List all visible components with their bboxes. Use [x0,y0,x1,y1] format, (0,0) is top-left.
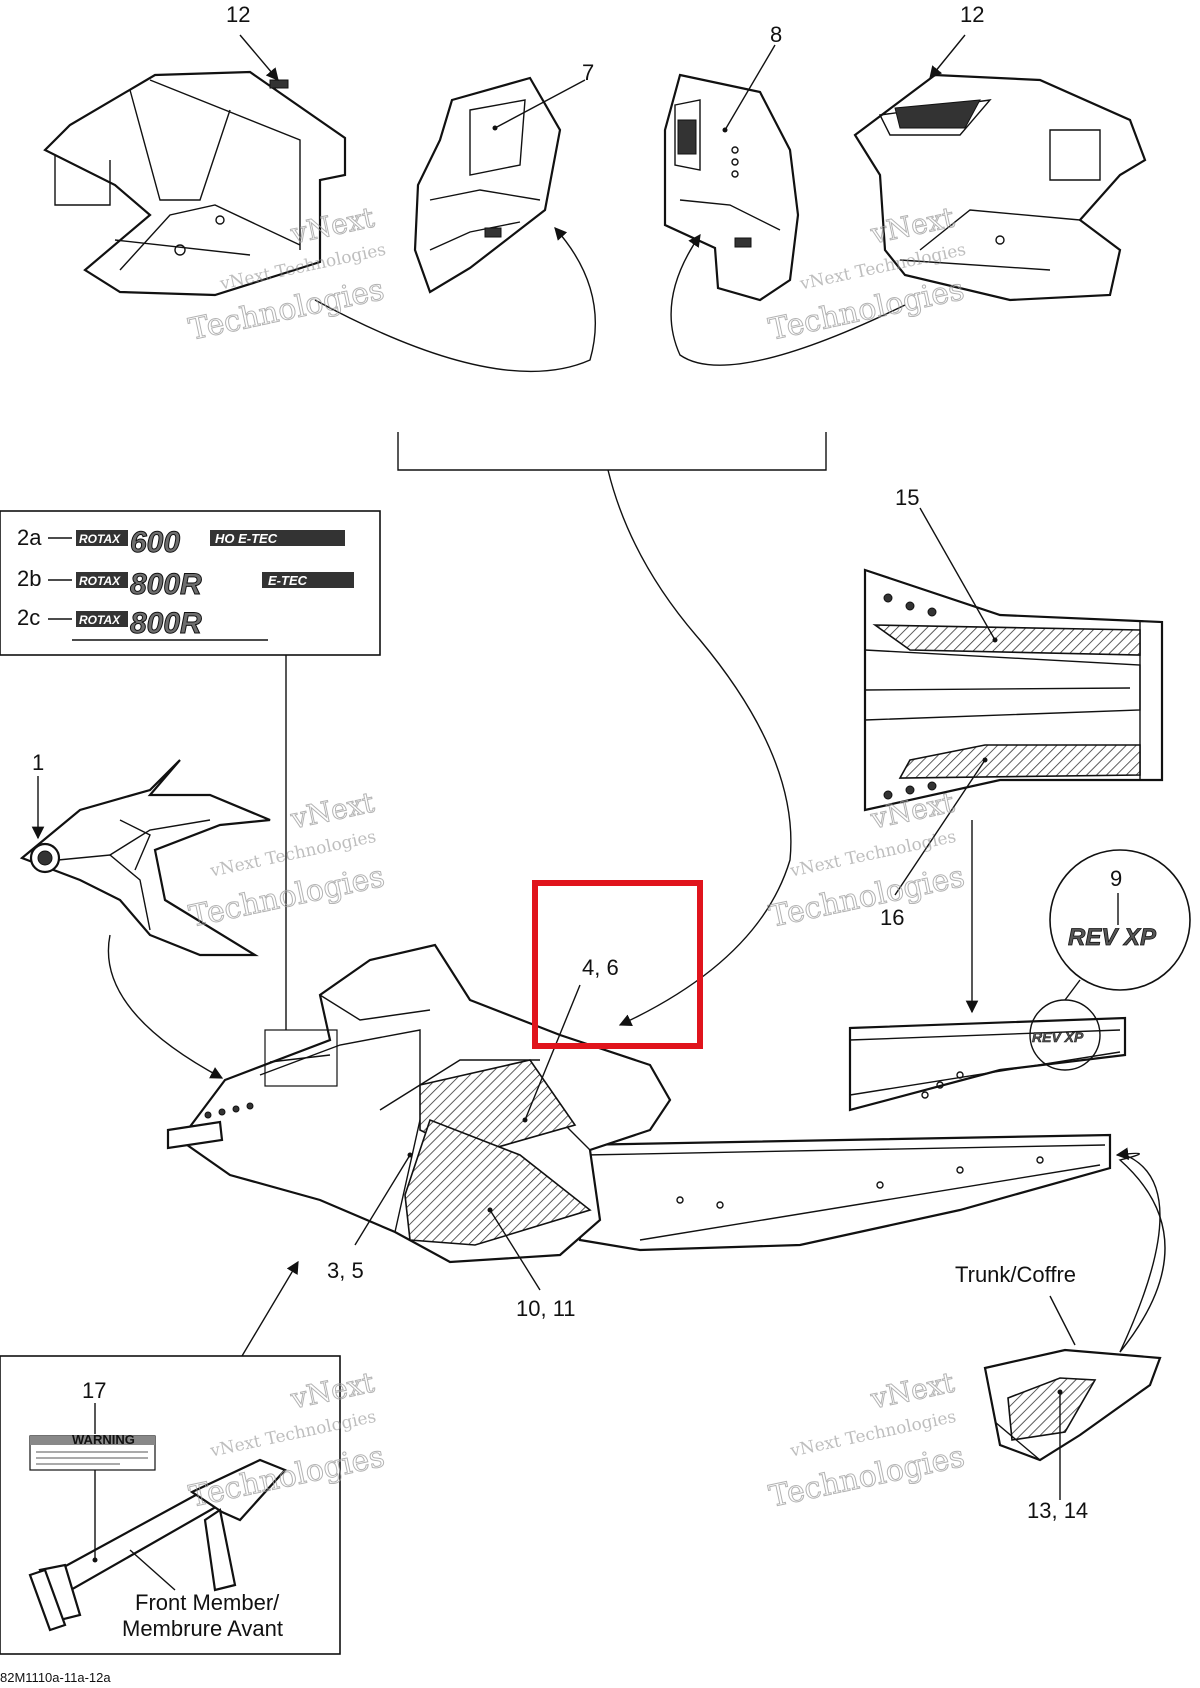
rev-logo-detail: REV XP REV XP [1029,849,1191,1071]
decal-brand-2b: ROTAX [79,574,121,588]
decal-suffix-2a: HO E-TEC [215,531,278,546]
callout-7: 7 [582,60,594,85]
callout-4-6: 4, 6 [582,955,619,980]
front-panel-right [663,73,800,302]
callout-3-5: 3, 5 [327,1258,364,1283]
decal-brand-2a: ROTAX [79,532,121,546]
tunnel-section [848,1016,1127,1112]
callout-10-11: 10, 11 [516,1296,576,1321]
decal-suffix-2b: E-TEC [268,573,308,588]
callout-13-14: 13, 14 [1027,1498,1088,1523]
front-member-label-2: Membrure Avant [122,1616,283,1641]
front-panel-left [413,76,562,294]
rev-logo-small: REV XP [1032,1029,1084,1045]
callout-1: 1 [32,750,44,775]
warning-label: WARNING [29,1432,156,1471]
trunk-part [983,1348,1162,1462]
engine-decal-2b: 2b ROTAX 800R E-TEC [17,566,354,602]
callout-12-right: 12 [960,2,984,27]
highlight-box [532,880,703,1049]
decal-model-2b: 800R [130,568,202,601]
trunk-label: Trunk/Coffre [955,1262,1076,1287]
engine-decal-2c: 2c ROTAX 800R [17,605,268,641]
decal-brand-2c: ROTAX [79,613,121,627]
svg-text:Technologies: Technologies [766,272,967,348]
running-board [863,568,1164,812]
right-side-panel [853,73,1147,302]
left-side-panel [43,70,347,297]
warning-text: WARNING [72,1432,135,1447]
decal-code-2c: 2c [17,605,40,630]
decal-code-2a: 2a [17,525,42,550]
callout-15: 15 [895,485,919,510]
engine-decal-2a: 2a ROTAX 600 HO E-TEC [17,525,345,560]
front-member-part [28,1458,287,1632]
callout-16: 16 [880,905,904,930]
figure-code: 82M1110a-11a-12a [0,1670,111,1685]
front-hood [19,759,271,957]
engine-decal-box: 2a ROTAX 600 HO E-TEC 2b ROTAX 800R E-TE… [0,510,381,656]
callout-17: 17 [82,1378,106,1403]
decal-model-2a: 600 [130,526,180,559]
rev-logo-text: REV XP [1068,924,1157,951]
decal-model-2c: 800R [130,607,202,640]
watermark-mid-right: vNext vNext Technologies Technologies [766,785,968,935]
callout-8: 8 [770,22,782,47]
front-member-box: WARNING Front Member/ Membrure Avant [0,1355,341,1655]
main-snowmobile [166,943,1112,1264]
front-member-label-1: Front Member/ [135,1590,280,1615]
callout-12-left: 12 [226,2,250,27]
watermark-bottom-right: vNext vNext Technologies Technologies [766,1365,968,1515]
callout-9: 9 [1110,866,1122,891]
decal-code-2b: 2b [17,566,41,591]
